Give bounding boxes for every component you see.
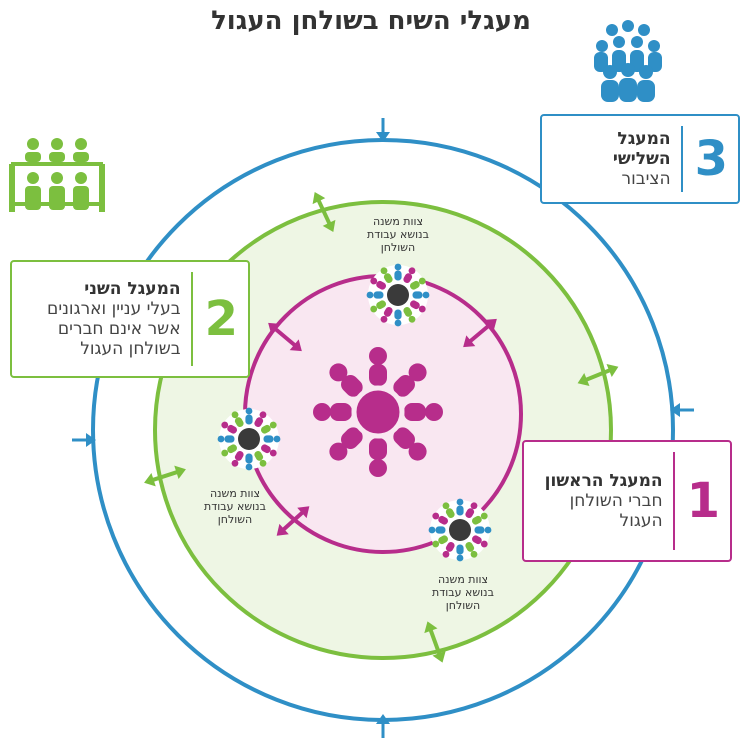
- circle-text: המעגל השלישי הציבור: [542, 129, 681, 189]
- circle-number: 1: [686, 473, 720, 529]
- first-circle-label: 1 המעגל הראשון חברי השולחן העגול: [522, 440, 732, 562]
- divider: [190, 272, 193, 366]
- third-circle-label: 3 המעגל השלישי הציבור: [540, 114, 740, 204]
- circle-number: 2: [204, 291, 238, 347]
- circle-description: בעלי עניין וארגונים אשר אינם חברים בשולח…: [47, 299, 181, 359]
- circle-description: חברי השולחן העגול: [569, 491, 663, 531]
- crowd-icon: [594, 20, 662, 102]
- second-circle-label: 2 המעגל השני בעלי עניין וארגונים אשר אינ…: [10, 260, 250, 378]
- circle-heading: המעגל הראשון: [544, 471, 663, 491]
- central-group-icon: [313, 347, 443, 477]
- group-board-icon: [9, 138, 105, 212]
- circle-heading: המעגל השני: [84, 279, 181, 299]
- page-title: מעגלי השיח בשולחן העגול: [211, 6, 531, 36]
- circle-heading: המעגל השלישי: [612, 129, 671, 169]
- circle-description: הציבור: [621, 169, 671, 189]
- team-label: צוות משנה בנושא עבודת השולחן: [204, 487, 266, 526]
- circle-text: המעגל השני בעלי עניין וארגונים אשר אינם …: [35, 279, 191, 359]
- team-label: צוות משנה בנושא עבודת השולחן: [432, 573, 494, 612]
- team-label: צוות משנה בנושא עבודת השולחן: [367, 215, 429, 254]
- circle-text: המעגל הראשון חברי השולחן העגול: [533, 471, 673, 531]
- circle-number: 3: [694, 131, 728, 187]
- divider: [680, 126, 683, 192]
- divider: [672, 452, 675, 550]
